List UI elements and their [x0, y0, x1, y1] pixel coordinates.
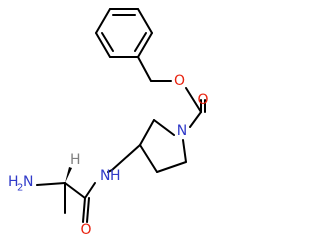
carbamate-linker: [137, 56, 206, 128]
amine-hydrogen-label: H: [8, 174, 19, 190]
carbonyl-oxygen-label: O: [197, 92, 208, 108]
pyrrolidine-ring: [139, 119, 187, 173]
amide-nitrogen-label: N: [100, 168, 110, 184]
amine-hydrogen-count: 2: [17, 183, 23, 194]
benzene-ring: [95, 8, 153, 58]
stereo-hydrogen-label: H: [70, 152, 81, 168]
amide-hydrogen-label: H: [110, 168, 121, 184]
molecule-structure: O O N N H H 2 N H O: [8, 8, 209, 238]
amide-oxygen-label: O: [80, 222, 91, 238]
alanine-amide: [36, 167, 96, 223]
stereo-wedge: [65, 167, 72, 183]
methylene-amine-linker: [107, 144, 141, 173]
amine-nitrogen-label: N: [23, 174, 33, 190]
ring-nitrogen-label: N: [177, 123, 187, 139]
ester-oxygen-label: O: [174, 73, 185, 89]
